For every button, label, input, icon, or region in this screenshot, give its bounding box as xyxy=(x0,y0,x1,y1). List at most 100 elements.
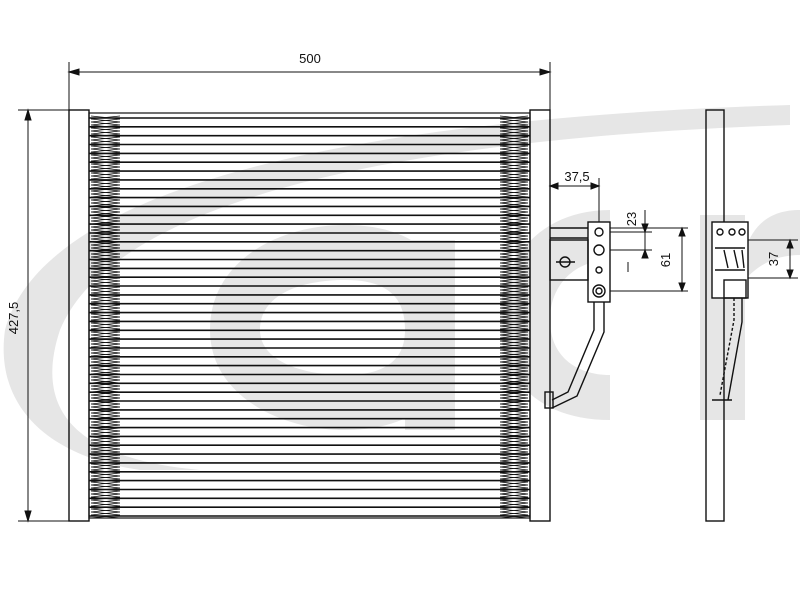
fin-hatch xyxy=(90,418,121,423)
fin-hatch xyxy=(499,439,529,444)
fin-hatch xyxy=(499,202,529,207)
fin-hatch xyxy=(90,190,121,195)
fin-hatch xyxy=(499,229,529,234)
fin-hatch xyxy=(90,259,121,264)
fin-hatch xyxy=(499,415,529,420)
fin-hatch xyxy=(499,313,529,318)
dimension-port-spacing-small xyxy=(610,210,652,259)
fin-hatch xyxy=(499,193,529,198)
fin-hatch xyxy=(90,232,121,237)
fin-hatch xyxy=(90,490,121,495)
fin-hatch xyxy=(90,139,121,144)
acr-logo-watermark-icon xyxy=(3,105,800,470)
fin-hatch xyxy=(499,379,529,384)
fin-hatch xyxy=(499,250,529,255)
fin-hatch xyxy=(499,265,529,270)
label-width: 500 xyxy=(299,51,321,66)
fin-hatch xyxy=(90,361,121,366)
fin-hatch xyxy=(499,274,529,279)
fin-hatch xyxy=(90,148,121,153)
fin-hatch xyxy=(90,163,121,168)
fin-hatch xyxy=(499,430,529,435)
fin-hatch xyxy=(499,226,529,231)
fin-hatch xyxy=(90,184,121,189)
fin-hatch xyxy=(90,508,121,513)
fin-hatch xyxy=(90,202,121,207)
fin-hatch xyxy=(499,376,529,381)
fin-hatch xyxy=(90,172,121,177)
fin-hatch xyxy=(499,343,529,348)
fin-hatch xyxy=(499,478,529,483)
fin-hatch xyxy=(499,142,529,147)
fin-hatch xyxy=(499,424,529,429)
fin-hatch xyxy=(90,511,121,516)
fin-hatch xyxy=(499,127,529,132)
fin-hatch xyxy=(499,223,529,228)
fin-hatch xyxy=(90,295,121,300)
fin-hatch xyxy=(499,373,529,378)
fin-hatch xyxy=(90,436,121,441)
fin-hatch xyxy=(499,508,529,513)
fin-hatch xyxy=(90,217,121,222)
fin-hatch xyxy=(90,310,121,315)
fin-hatch xyxy=(499,178,529,183)
fin-hatch xyxy=(90,274,121,279)
fin-hatch xyxy=(90,430,121,435)
fin-hatch xyxy=(90,397,121,402)
fin-hatch xyxy=(499,352,529,357)
fin-hatch xyxy=(499,451,529,456)
fin-hatch xyxy=(90,205,121,210)
fin-hatch xyxy=(90,130,121,135)
fin-hatch xyxy=(90,151,121,156)
fin-hatch xyxy=(90,115,121,120)
fin-hatch xyxy=(90,466,121,471)
fin-hatch xyxy=(499,487,529,492)
fin-hatch xyxy=(90,142,121,147)
fin-hatch xyxy=(90,355,121,360)
fin-hatch xyxy=(499,319,529,324)
fin-hatch xyxy=(499,304,529,309)
fin-hatch xyxy=(90,493,121,498)
fin-hatch xyxy=(90,400,121,405)
fin-hatch xyxy=(90,283,121,288)
fin-hatch xyxy=(90,337,121,342)
side-view-profile xyxy=(705,109,749,522)
fin-hatch xyxy=(90,385,121,390)
fin-hatch xyxy=(499,346,529,351)
fin-hatch xyxy=(90,481,121,486)
fin-hatch xyxy=(90,499,121,504)
fin-hatching-left xyxy=(90,115,121,519)
fin-hatch xyxy=(499,292,529,297)
fin-hatch xyxy=(90,304,121,309)
fin-hatch xyxy=(499,307,529,312)
fin-hatch xyxy=(90,133,121,138)
fin-hatch xyxy=(90,445,121,450)
fin-hatch xyxy=(90,178,121,183)
fin-hatch xyxy=(499,433,529,438)
fin-hatch xyxy=(90,469,121,474)
fin-hatch xyxy=(499,205,529,210)
fin-hatch xyxy=(499,286,529,291)
fin-hatch xyxy=(90,247,121,252)
fin-hatch xyxy=(90,442,121,447)
fin-hatch xyxy=(499,280,529,285)
fin-hatch xyxy=(499,163,529,168)
fin-hatch xyxy=(499,259,529,264)
fin-hatch xyxy=(499,505,529,510)
fin-hatch xyxy=(499,136,529,141)
label-height: 427,5 xyxy=(6,302,21,335)
fin-hatch xyxy=(499,340,529,345)
fin-hatch xyxy=(499,310,529,315)
fin-hatching-right xyxy=(499,115,529,519)
fin-hatch xyxy=(90,211,121,216)
fin-hatch xyxy=(90,220,121,225)
fin-hatch xyxy=(90,244,121,249)
fin-hatch xyxy=(90,352,121,357)
fin-hatch xyxy=(90,298,121,303)
fin-hatch xyxy=(499,238,529,243)
fin-hatch xyxy=(499,400,529,405)
fin-hatch xyxy=(90,376,121,381)
fin-hatch xyxy=(90,505,121,510)
fin-hatch xyxy=(499,445,529,450)
